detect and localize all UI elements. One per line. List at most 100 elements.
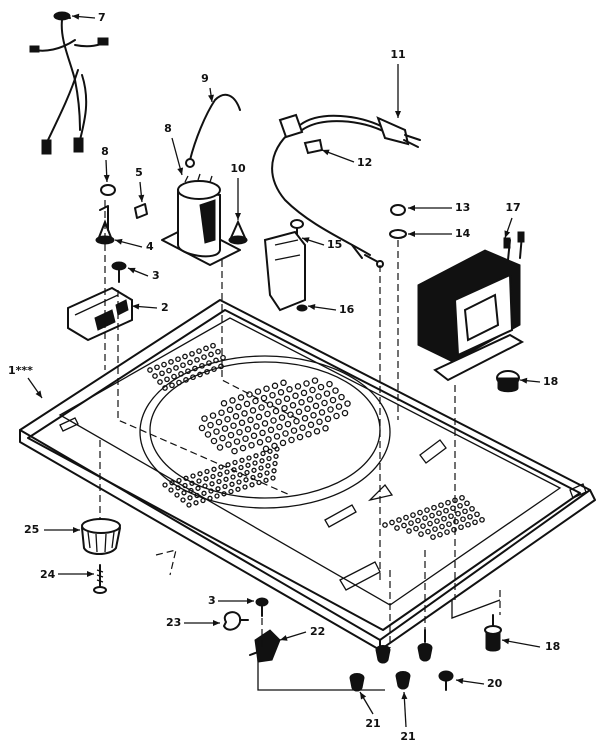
vent-hole [246, 391, 253, 398]
callout-arrow-c20 [456, 678, 464, 684]
vent-hole [231, 447, 238, 455]
vent-hole [210, 437, 218, 445]
vent-hole [239, 457, 245, 463]
callout-label-c21b: 21 [400, 730, 415, 743]
callout-arrow-c4 [115, 238, 123, 245]
vent-hole [326, 380, 333, 388]
vent-hole [279, 439, 287, 447]
vent-hole [219, 434, 226, 442]
vent-hole [258, 404, 265, 411]
vent-hole [455, 510, 461, 517]
vent-hole [161, 361, 167, 368]
vent-hole [415, 517, 421, 524]
vent-hole [197, 471, 203, 477]
vent-hole [256, 439, 264, 446]
vent-hole [462, 508, 468, 515]
screw-part-24 [93, 564, 107, 594]
vent-hole [194, 356, 200, 363]
vent-hole [249, 482, 255, 488]
vent-hole [174, 492, 180, 498]
vent-hole [472, 519, 478, 526]
vent-hole [408, 520, 414, 526]
vent-hole [479, 516, 485, 523]
vent-hole [284, 420, 292, 428]
vent-hole [304, 405, 311, 413]
vent-hole [270, 417, 277, 424]
vent-hole [311, 377, 319, 384]
callout-arrow-c12 [322, 149, 330, 156]
vent-hole [251, 467, 257, 473]
vent-hole [214, 493, 220, 499]
vent-hole [203, 345, 209, 352]
vent-hole [264, 470, 270, 476]
callout-arrow-c22 [280, 635, 288, 641]
vent-hole [199, 362, 205, 369]
vent-hole [338, 393, 345, 401]
vent-hole [210, 342, 216, 349]
vent-hole [315, 393, 322, 400]
vent-hole [196, 348, 202, 354]
vent-hole [189, 480, 195, 486]
screw-part-3 [111, 261, 127, 283]
vent-hole [255, 413, 263, 421]
vent-hole [282, 430, 289, 437]
vent-hole [307, 421, 315, 429]
callout-arrow-c13 [408, 205, 415, 211]
vent-hole [263, 385, 270, 392]
vent-hole [301, 415, 309, 422]
vent-holes-lower [162, 446, 280, 508]
callout-label-c12: 12 [357, 156, 372, 169]
vent-hole [427, 520, 433, 527]
vent-hole [312, 402, 320, 410]
vent-hole [215, 418, 223, 426]
vent-hole [318, 409, 326, 416]
vent-hole [273, 453, 279, 459]
vent-hole [474, 511, 480, 518]
vent-holes-center [198, 377, 351, 455]
vent-hole [182, 353, 188, 360]
callout-label-c18a: 18 [543, 375, 558, 388]
screw-part-20 [438, 670, 454, 691]
vent-hole [183, 475, 189, 481]
vent-hole [236, 479, 242, 485]
vent-hole [303, 380, 310, 387]
vent-hole [441, 515, 447, 522]
callout-label-c11: 11 [390, 48, 405, 61]
vent-hole [322, 425, 329, 432]
vent-hole [173, 365, 179, 371]
vent-hole [286, 386, 293, 393]
vent-hole [292, 392, 299, 400]
vent-hole [403, 514, 409, 521]
vent-hole [429, 512, 435, 519]
callout-arrow-c3a [128, 267, 136, 274]
callout-arrow-c8b [103, 174, 110, 182]
vent-hole [237, 394, 245, 401]
vent-hole [438, 502, 444, 509]
vent-hole [309, 386, 316, 394]
vent-hole [250, 432, 258, 440]
clip-part-5 [99, 203, 148, 231]
vent-hole [168, 487, 174, 493]
vent-hole [220, 400, 228, 407]
vent-hole [221, 425, 229, 432]
callout-arrow-c5 [138, 194, 145, 202]
vent-hole [232, 413, 240, 420]
callout-label-c7: 7 [98, 11, 106, 24]
callout-arrow-c14 [408, 231, 415, 237]
vent-hole [227, 431, 235, 439]
vent-hole [293, 417, 300, 425]
callout-arrow-c10 [235, 213, 241, 220]
callout-label-c9: 9 [201, 72, 209, 85]
vent-hole [157, 379, 163, 385]
vent-hole [389, 519, 395, 526]
vent-hole [445, 499, 451, 506]
callout-label-c21a: 21 [365, 717, 380, 730]
vent-hole [204, 368, 210, 375]
vent-hole [306, 396, 314, 403]
vent-hole [437, 531, 443, 538]
vent-hole [213, 357, 219, 364]
vent-hole [152, 373, 158, 379]
callout-label-c20: 20 [487, 677, 503, 690]
vent-hole [267, 426, 275, 434]
vent-hole [238, 464, 244, 471]
